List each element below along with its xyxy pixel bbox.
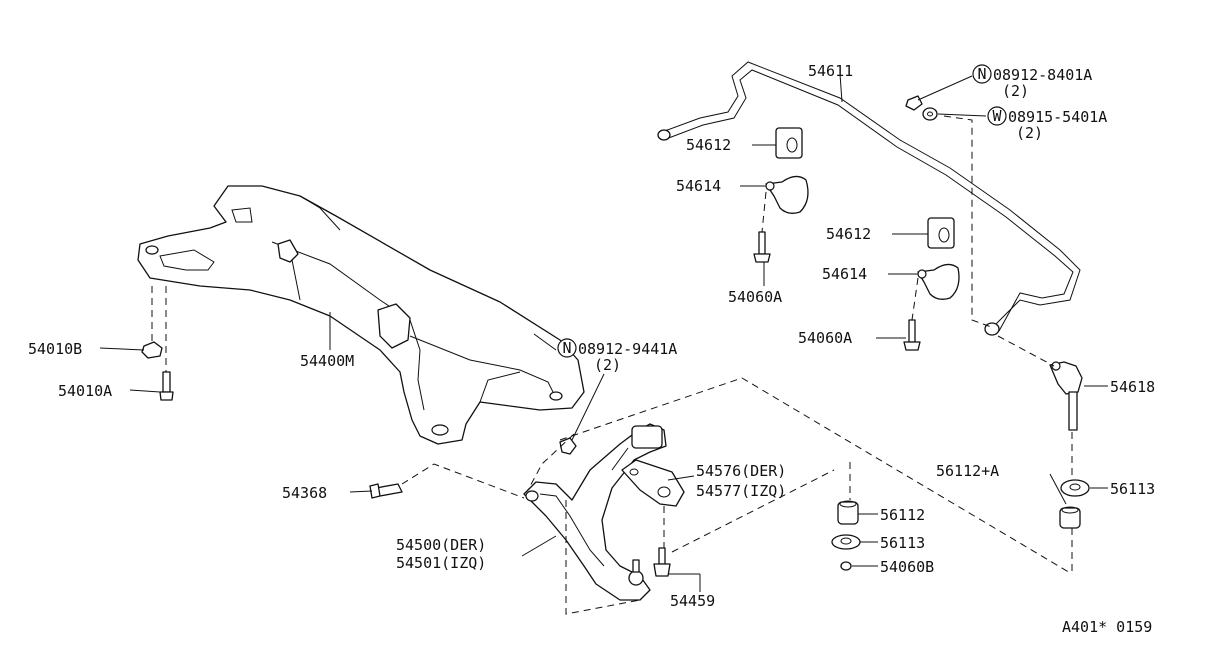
label-56112-a: 56112+A xyxy=(936,462,999,480)
label-54577: 54577(IZQ) xyxy=(696,482,786,500)
bolt-54060a-upper xyxy=(753,231,771,263)
stabilizer-bar xyxy=(657,61,1081,336)
label-54060b: 54060B xyxy=(880,558,934,576)
arm-bracket xyxy=(621,459,685,507)
stabilizer-nut xyxy=(905,95,923,111)
stabilizer-bushing-upper xyxy=(775,127,803,159)
label-54459: 54459 xyxy=(670,592,715,610)
bushing-56112 xyxy=(837,500,859,525)
front-crossmember xyxy=(137,185,585,445)
washer-56113 xyxy=(831,534,861,550)
label-54612-lower: 54612 xyxy=(826,225,871,243)
washer-symbol: W xyxy=(987,106,1007,126)
assembly-lines xyxy=(151,115,1073,615)
label-08912-9441a-qty: (2) xyxy=(594,356,621,374)
label-54501: 54501(IZQ) xyxy=(396,554,486,572)
label-54611: 54611 xyxy=(808,62,853,80)
label-54010a: 54010A xyxy=(58,382,112,400)
nut-54060b xyxy=(840,561,852,571)
washer-56113-upper xyxy=(1060,479,1090,497)
bolt-54060a-lower xyxy=(903,319,921,351)
label-08915-5401a: 08915-5401A xyxy=(1008,108,1107,126)
label-56112: 56112 xyxy=(880,506,925,524)
bushing-56112-a xyxy=(1059,506,1081,529)
svg-text:N: N xyxy=(562,339,571,357)
label-54612-upper: 54612 xyxy=(686,136,731,154)
part-labels: 54611 54612 54614 54060A 54612 54614 540… xyxy=(28,62,1155,636)
nut-symbol-upper: N xyxy=(972,64,992,84)
stabilizer-bushing-lower xyxy=(927,217,955,249)
crossmember-bolt xyxy=(159,371,174,401)
label-08915-5401a-qty: (2) xyxy=(1016,124,1043,142)
arm-bolt-54368 xyxy=(369,483,403,499)
diagram-code: A401* 0159 xyxy=(1062,618,1152,636)
nut-symbol-arm: N xyxy=(557,338,577,358)
ball-joint xyxy=(628,559,644,586)
stabilizer-clamp-lower xyxy=(917,263,960,300)
label-54500: 54500(DER) xyxy=(396,536,486,554)
label-54060a-upper: 54060A xyxy=(728,288,782,306)
svg-text:W: W xyxy=(992,107,1002,125)
stabilizer-link xyxy=(1049,361,1083,431)
label-54614-upper: 54614 xyxy=(676,177,721,195)
label-54010b: 54010B xyxy=(28,340,82,358)
label-54368: 54368 xyxy=(282,484,327,502)
label-56113-upper: 56113 xyxy=(1110,480,1155,498)
lower-control-arm xyxy=(523,423,667,601)
label-08912-9441a: 08912-9441A xyxy=(578,340,677,358)
label-54060a-lower: 54060A xyxy=(798,329,852,347)
label-54614-lower: 54614 xyxy=(822,265,867,283)
stabilizer-washer xyxy=(922,107,938,121)
leader-lines xyxy=(99,73,1108,592)
label-54400m: 54400M xyxy=(300,352,354,370)
crossmember-nut xyxy=(141,341,163,359)
arm-nut xyxy=(559,437,577,455)
label-08912-8401a: 08912-8401A xyxy=(993,66,1092,84)
label-56113-lower: 56113 xyxy=(880,534,925,552)
label-54576: 54576(DER) xyxy=(696,462,786,480)
label-54618: 54618 xyxy=(1110,378,1155,396)
stabilizer-clamp-upper xyxy=(765,175,809,214)
svg-text:N: N xyxy=(977,65,986,83)
bracket-bolt-54459 xyxy=(653,547,671,577)
label-08912-8401a-qty: (2) xyxy=(1002,82,1029,100)
